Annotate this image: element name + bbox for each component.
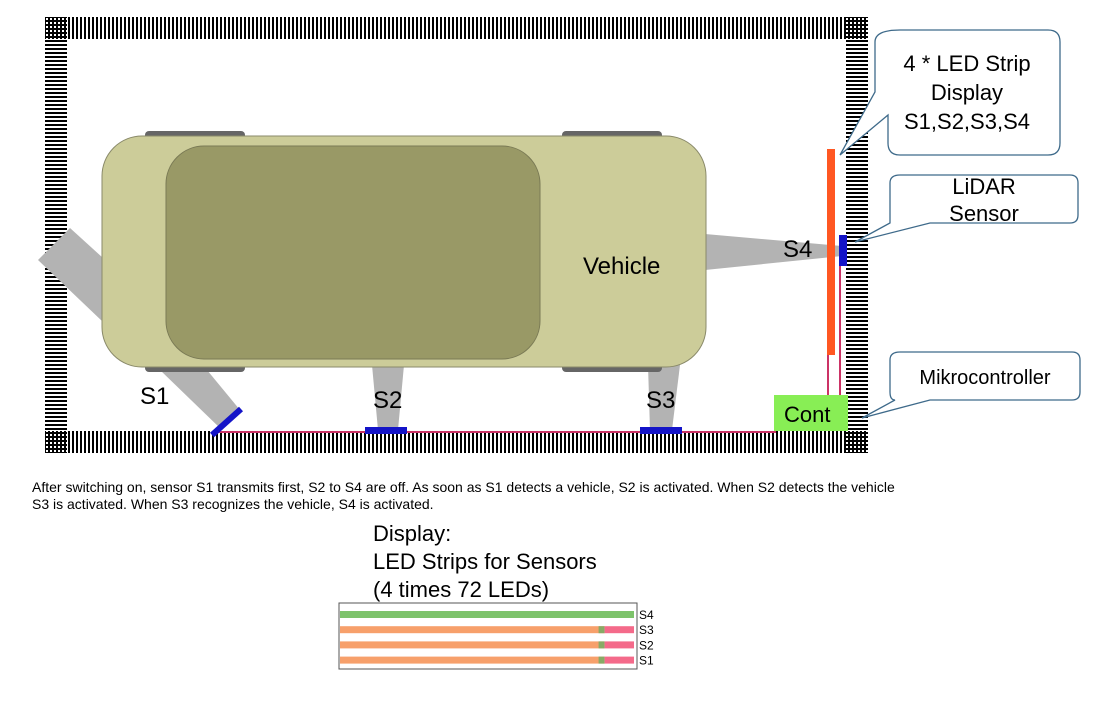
display-title: Display: LED Strips for Sensors (4 times…: [373, 520, 597, 604]
s1-beam: [160, 370, 240, 430]
s3-beam: [648, 365, 680, 430]
rear-beam: [38, 228, 103, 322]
callout-led-line-2: Display: [931, 80, 1003, 105]
wall-left: [45, 17, 67, 453]
callout-mikrocontroller: Mikrocontroller: [861, 351, 1081, 419]
strip-s2-marker: [598, 641, 605, 649]
controller-box: [774, 395, 848, 431]
s4-beam: [705, 234, 842, 270]
strip-s4-fill: [340, 611, 634, 618]
callout-led-line-3: S1,S2,S3,S4: [904, 109, 1030, 134]
sensor-s2: [365, 427, 407, 434]
strip-s3-label: S3: [639, 623, 654, 637]
sensors: [209, 235, 847, 438]
vehicle-window: [165, 145, 541, 360]
strip-s3-remainder: [604, 626, 634, 634]
callout-led-line-1: 4 * LED Strip: [903, 51, 1030, 76]
strip-s1-fill: [340, 656, 605, 664]
strip-s2-fill: [340, 641, 605, 649]
wall-right: [846, 17, 868, 453]
strip-s3-marker: [598, 626, 605, 634]
callout-lidar-line-1: LiDAR: [952, 174, 1016, 199]
led-strip-wall: [827, 149, 835, 355]
strip-s1-remainder: [604, 656, 634, 664]
description-line-1: After switching on, sensor S1 transmits …: [32, 479, 895, 495]
s2-beam: [372, 365, 404, 430]
display-title-line-2: LED Strips for Sensors: [373, 549, 597, 574]
s4-label: S4: [783, 236, 812, 263]
sensor-s4-lidar: [839, 235, 847, 266]
callout-led-display-bubble: [839, 29, 1061, 156]
wall-top: [45, 17, 868, 39]
garage-walls: [45, 17, 868, 453]
description-text: After switching on, sensor S1 transmits …: [32, 479, 1032, 513]
sensor-beams: [38, 228, 842, 430]
description-line-2: S3 is activated. When S3 recognizes the …: [32, 496, 434, 512]
callout-mikrocontroller-bubble: [861, 351, 1081, 419]
callout-mikrocontroller-label: Mikrocontroller: [919, 367, 1050, 389]
display-title-line-1: Display:: [373, 521, 452, 546]
vehicle-label: Vehicle: [583, 253, 660, 280]
controller-label: Cont: [784, 402, 830, 427]
sensor-s3: [640, 427, 682, 434]
strip-s1-marker: [598, 656, 605, 664]
strip-s2-remainder: [604, 641, 634, 649]
strip-s2-label: S2: [639, 638, 654, 652]
wall-bottom: [45, 431, 868, 453]
s1-label: S1: [140, 383, 169, 410]
callout-lidar-bubble: [854, 174, 1079, 243]
callout-lidar: LiDAR Sensor: [854, 174, 1079, 243]
strip-s1-label: S1: [639, 654, 654, 668]
display-title-line-3: (4 times 72 LEDs): [373, 577, 550, 602]
strip-s4-label: S4: [639, 608, 654, 622]
callout-led-display: 4 * LED Strip Display S1,S2,S3,S4: [839, 29, 1061, 156]
s3-label: S3: [646, 387, 675, 414]
sensor-s1: [209, 406, 244, 438]
s2-label: S2: [373, 387, 402, 414]
callout-lidar-line-2: Sensor: [949, 201, 1019, 226]
strip-s3-fill: [340, 626, 605, 634]
